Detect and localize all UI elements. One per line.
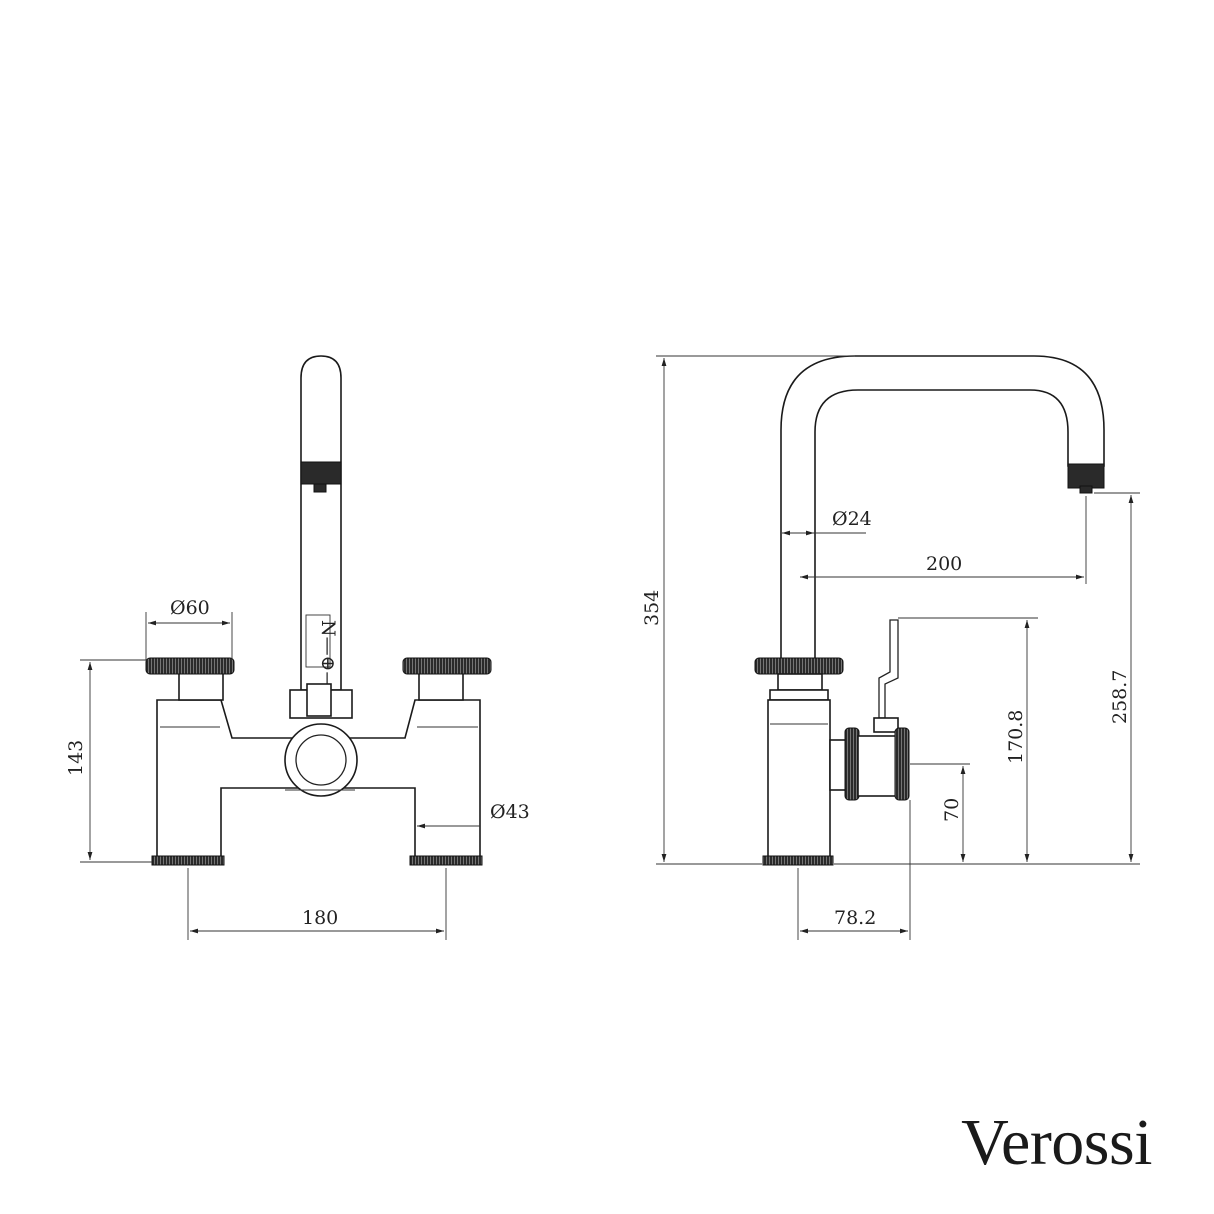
side-diverter-handle xyxy=(878,619,899,719)
side-spout-band xyxy=(1067,463,1105,489)
front-right-stem xyxy=(418,671,464,701)
front-right-knob xyxy=(402,657,492,675)
dim-reach: 200 xyxy=(926,553,962,575)
front-right-base xyxy=(409,855,483,866)
front-spout-aerator xyxy=(313,483,327,493)
side-spout-aerator xyxy=(1079,485,1093,494)
side-base xyxy=(762,855,834,866)
front-left-base xyxy=(151,855,225,866)
dim-knob-height: 70 xyxy=(941,798,963,822)
side-diverter-dial-right xyxy=(894,727,910,801)
front-left-stem xyxy=(178,671,224,701)
dim-total-height: 354 xyxy=(641,590,663,626)
front-spout xyxy=(300,355,342,691)
front-view: N—⊕—F Ø60 143 Ø43 xyxy=(65,355,530,940)
front-spout-label-plate xyxy=(305,614,331,668)
side-spout xyxy=(780,355,1105,661)
side-view: Ø24 200 354 258.7 170.8 70 78.2 xyxy=(641,355,1140,940)
dim-base-diameter: Ø43 xyxy=(490,801,530,823)
dim-spout-diameter: Ø24 xyxy=(832,508,872,530)
dim-depth: 78.2 xyxy=(834,907,876,929)
dim-spout-height: 258.7 xyxy=(1109,670,1131,724)
front-left-knob xyxy=(145,657,235,675)
brand-logo: Verossi xyxy=(961,1106,1152,1179)
dim-knob-diameter: Ø60 xyxy=(170,597,210,619)
dim-front-height: 143 xyxy=(65,740,87,776)
side-diverter-dial-left xyxy=(844,727,860,801)
front-spout-label: N—⊕—F xyxy=(317,620,339,704)
dim-handle-height: 170.8 xyxy=(1005,710,1027,764)
dim-front-width: 180 xyxy=(302,907,338,929)
side-top-knob xyxy=(754,657,844,675)
front-spout-band xyxy=(300,461,342,485)
